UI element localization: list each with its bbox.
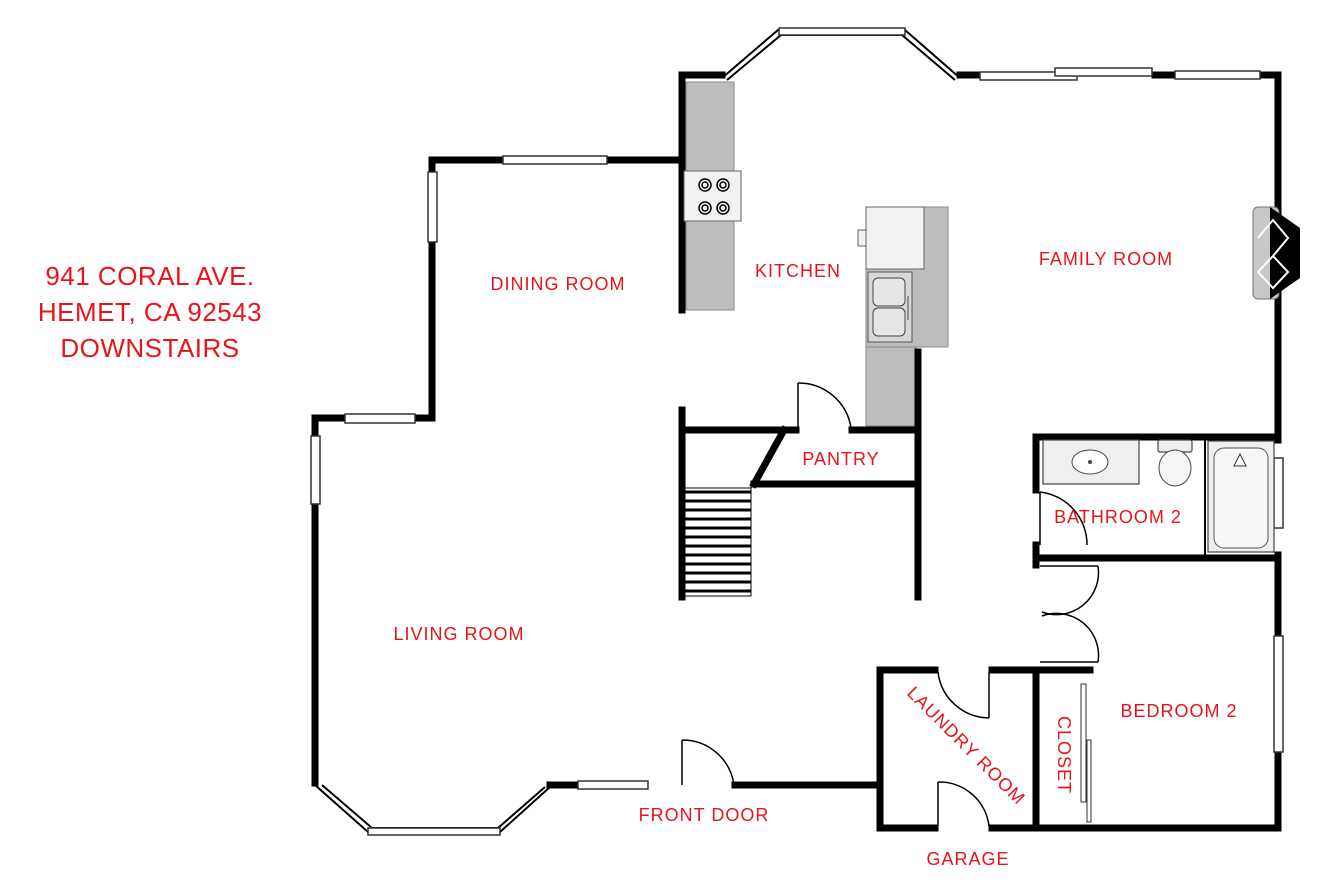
- label-garage: GARAGE: [926, 849, 1009, 869]
- label-bedroom-2: BEDROOM 2: [1120, 701, 1237, 721]
- laundry-door-top: [937, 671, 990, 719]
- label-kitchen: KITCHEN: [755, 261, 841, 281]
- label-closet: CLOSET: [1054, 716, 1074, 794]
- laundry-walls: [876, 666, 1040, 832]
- stairs: [684, 487, 752, 597]
- bathroom-vanity: [1042, 439, 1140, 485]
- pantry-door: [797, 382, 852, 429]
- label-bathroom-2: BATHROOM 2: [1054, 507, 1182, 527]
- laundry-door-bottom: [937, 781, 990, 827]
- front-door: [681, 739, 735, 786]
- label-front-door: FRONT DOOR: [639, 805, 770, 825]
- label-pantry: PANTRY: [802, 449, 879, 469]
- windows: [310, 67, 1284, 790]
- closet-doors: [1080, 683, 1092, 823]
- pantry-walls: [678, 406, 922, 601]
- bay-window-top: [721, 27, 961, 81]
- kitchen-island: [857, 206, 949, 427]
- bay-window-bottom: [314, 784, 551, 836]
- address-line-3: DOWNSTAIRS: [60, 333, 240, 363]
- fireplace: [1252, 206, 1300, 300]
- label-family-room: FAMILY ROOM: [1039, 249, 1173, 269]
- address-line-2: HEMET, CA 92543: [37, 297, 263, 327]
- bedroom-walls: [988, 554, 1094, 832]
- bathtub: [1207, 440, 1275, 553]
- bathroom-door: [1039, 491, 1088, 546]
- address-line-1: 941 CORAL AVE.: [45, 261, 255, 291]
- toilet: [1157, 439, 1193, 487]
- bedroom-double-door: [1040, 565, 1100, 663]
- label-living-room: LIVING ROOM: [393, 624, 524, 644]
- kitchen-counter-left: [683, 81, 742, 311]
- label-dining-room: DINING ROOM: [491, 274, 626, 294]
